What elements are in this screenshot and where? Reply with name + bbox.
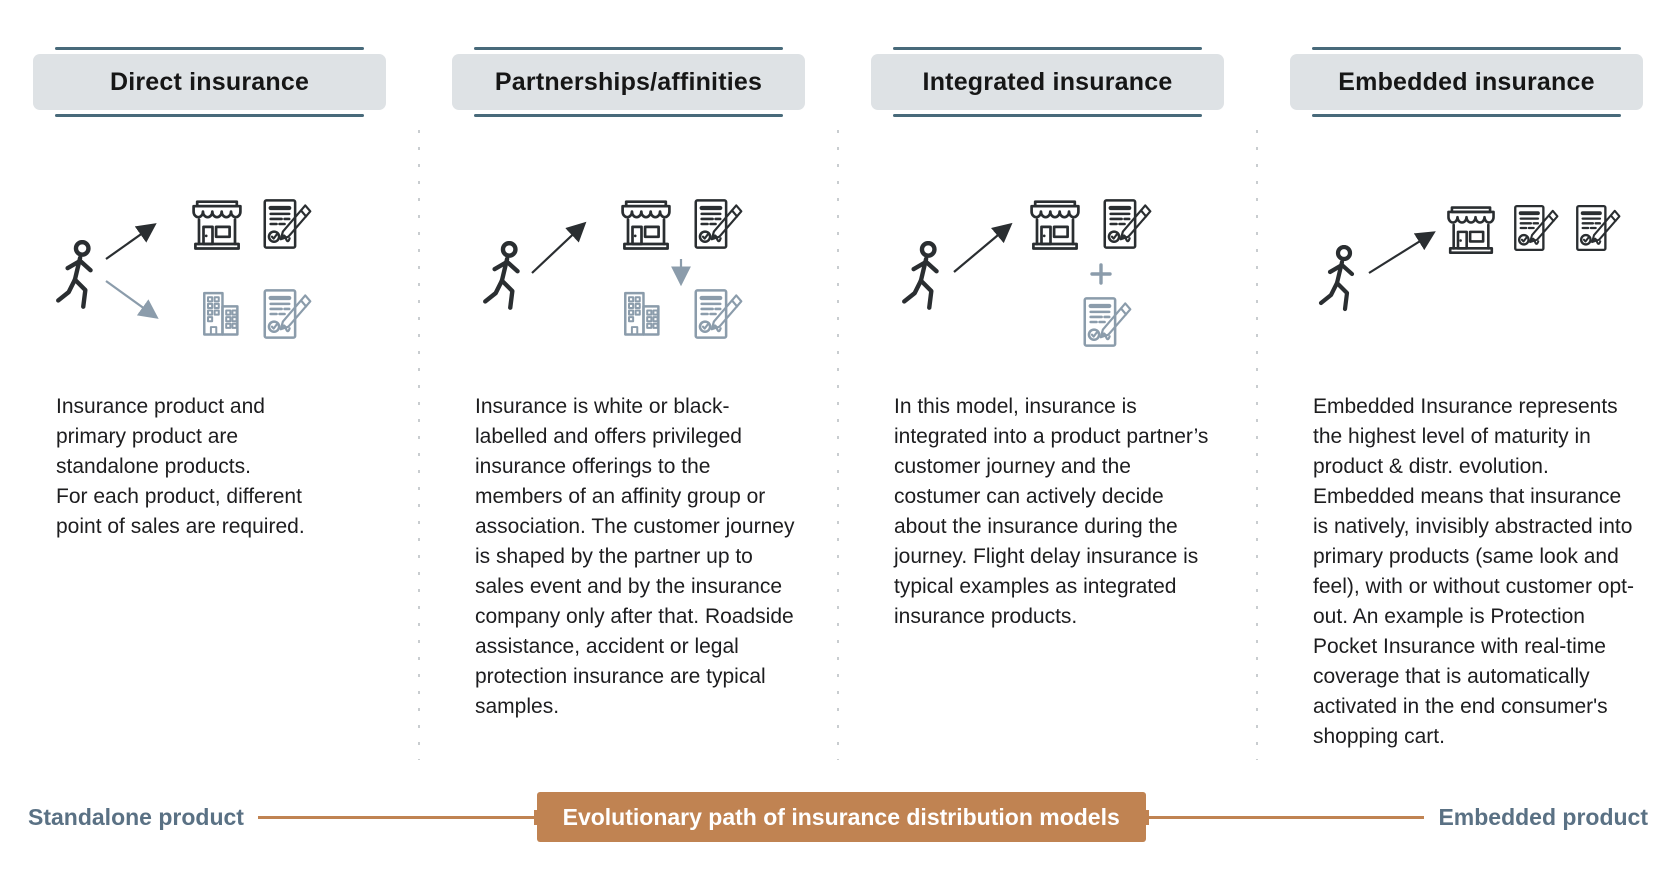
company-building-icon [203,291,239,336]
column-header: Embedded insurance [1290,47,1643,117]
columns-row: Direct insurance Insurance product and p… [0,47,1676,752]
header-top-rule [55,47,364,50]
column-illustration [0,193,419,378]
column-description: In this model, insurance is integrated i… [894,395,1209,628]
walking-person-icon [904,243,936,308]
column-description: Insurance is white or black-labelled and… [475,395,795,718]
column-embedded-insurance: Embedded insurance Embedded Insurance re… [1257,47,1676,752]
column-title: Integrated insurance [871,54,1224,110]
embedded-product-label: Embedded product [1438,803,1648,830]
walking-person-icon [58,242,90,307]
contract-icon [696,290,742,337]
header-top-rule [893,47,1202,50]
axis-title-box: Evolutionary path of insurance distribut… [536,792,1146,842]
contract-icon [1105,200,1151,247]
header-bottom-rule [55,114,364,117]
column-description: Embedded Insurance represents the highes… [1313,395,1634,748]
company-building-icon [624,291,660,336]
contract-icon [265,290,311,337]
column-header: Direct insurance [33,47,386,117]
plus-icon [1090,263,1112,285]
column-header: Partnerships/affinities [452,47,805,117]
header-top-rule [474,47,783,50]
storefront-icon [1447,206,1495,254]
storefront-icon [1030,200,1080,250]
arrow-icon [105,223,157,260]
header-bottom-rule [893,114,1202,117]
dotted-divider [837,130,839,760]
column-title: Embedded insurance [1290,54,1643,110]
evolution-axis: Standalone product Evolutionary path of … [28,791,1648,843]
standalone-product-label: Standalone product [28,803,244,830]
arrow-icon [1368,231,1436,274]
column-illustration [838,193,1257,378]
dotted-divider [418,130,420,760]
walking-person-icon [485,243,517,308]
header-bottom-rule [1312,114,1621,117]
storefront-icon [621,200,671,250]
contract-icon [265,200,311,247]
column-integrated-insurance: Integrated insurance In this model, insu… [838,47,1257,752]
column-partnerships-affinities: Partnerships/affinities Insurance is whi… [419,47,838,752]
column-direct-insurance: Direct insurance Insurance product and p… [0,47,419,752]
column-title: Partnerships/affinities [452,54,805,110]
storefront-icon [192,200,242,250]
contract-icon [696,200,742,247]
contract-icon [1513,204,1559,252]
column-description: Insurance product and primary product ar… [56,395,305,538]
header-bottom-rule [474,114,783,117]
header-top-rule [1312,47,1621,50]
walking-person-icon [1321,247,1352,309]
dotted-divider [1256,130,1258,760]
arrow-icon [531,221,587,274]
arrow-icon [953,222,1013,273]
axis-line [1148,815,1425,819]
column-title: Direct insurance [33,54,386,110]
column-illustration [419,193,838,378]
arrow-icon [105,280,159,319]
axis-line [257,815,534,819]
column-illustration [1257,204,1621,378]
contract-icon [1085,298,1131,345]
axis-tick [1145,809,1149,825]
column-header: Integrated insurance [871,47,1224,117]
contract-icon [1575,204,1621,252]
axis-tick [533,809,537,825]
